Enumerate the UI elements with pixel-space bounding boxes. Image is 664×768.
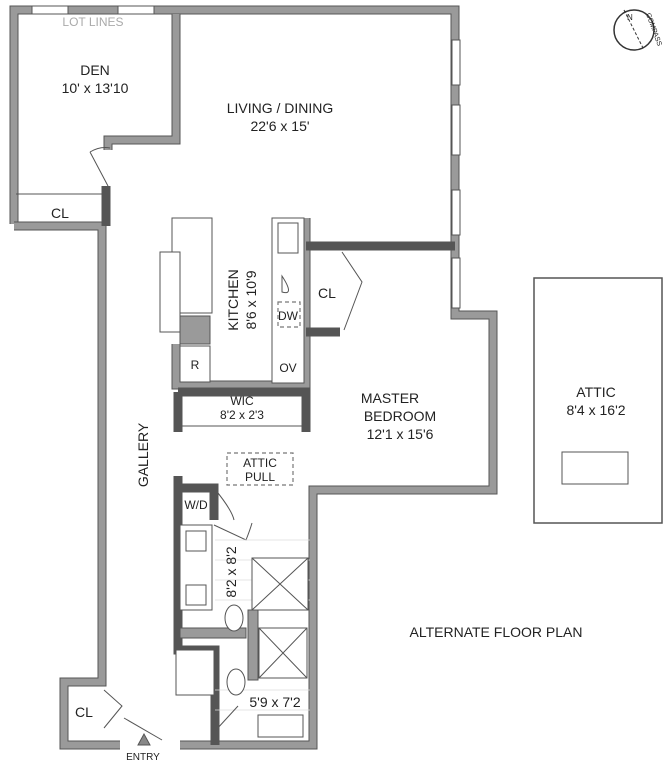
attic-name: ATTIC	[576, 384, 615, 400]
wic-name: WIC	[230, 394, 254, 408]
entry-label: ENTRY	[126, 752, 160, 763]
bedroom-closet-label: CL	[318, 285, 336, 301]
den-dims: 10' x 13'10	[62, 80, 129, 96]
attic-pull-2: PULL	[245, 470, 275, 484]
bath1-dims: 8'2 x 8'2	[223, 546, 239, 597]
oven-label: OV	[279, 361, 296, 375]
attic-pull-1: ATTIC	[243, 456, 277, 470]
compass-north: N	[627, 13, 633, 22]
kitchen-dims: 8'6 x 10'9	[243, 270, 259, 329]
master-dims: 12'1 x 15'6	[367, 426, 434, 442]
dishwasher-label: DW	[278, 309, 299, 323]
living-name: LIVING / DINING	[227, 100, 334, 116]
master-name-2: BEDROOM	[364, 408, 436, 424]
living-dims: 22'6 x 15'	[250, 118, 309, 134]
den-closet-label: CL	[51, 205, 69, 221]
master-name-1: MASTER	[361, 390, 419, 406]
den-name: DEN	[80, 62, 110, 78]
entry-closet-label: CL	[75, 704, 93, 720]
refrigerator-label: R	[191, 358, 200, 372]
kitchen-name: KITCHEN	[225, 269, 241, 330]
wd-label: W/D	[184, 498, 208, 512]
attic-dims: 8'4 x 16'2	[566, 402, 625, 418]
walls	[9, 5, 663, 750]
alternate-floor-plan-label: ALTERNATE FLOOR PLAN	[410, 624, 583, 640]
compass-icon: N COMPASS	[613, 9, 663, 51]
bath2-dims: 5'9 x 7'2	[249, 694, 300, 710]
wic-dims: 8'2 x 2'3	[220, 408, 264, 422]
gallery-label: GALLERY	[135, 422, 151, 487]
lot-lines-label: LOT LINES	[62, 15, 123, 29]
